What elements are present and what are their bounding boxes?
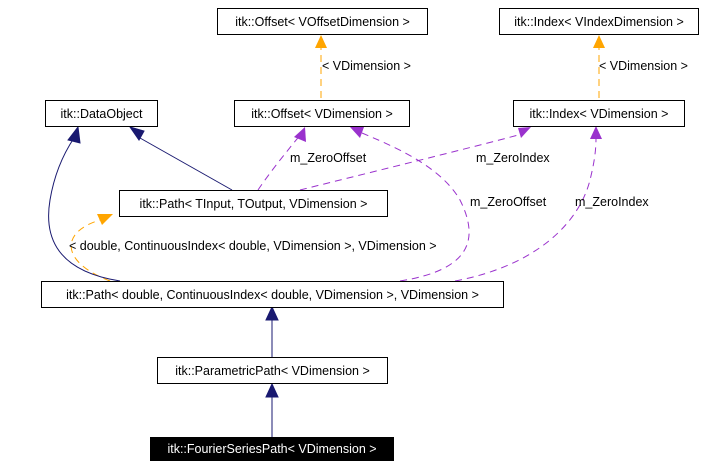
template-arrowhead	[97, 214, 113, 225]
node-fourier-series-path[interactable]: itk::FourierSeriesPath< VDimension >	[150, 437, 394, 461]
node-offset-voffsetdimension[interactable]: itk::Offset< VOffsetDimension >	[217, 8, 428, 35]
inherit-arrowhead	[128, 126, 145, 141]
node-label: itk::Path< double, ContinuousIndex< doub…	[66, 288, 479, 302]
node-dataobject[interactable]: itk::DataObject	[45, 100, 158, 127]
edge-label-offset-template: < VDimension >	[322, 59, 411, 73]
edge-offset-template: < VDimension >	[315, 35, 411, 98]
edge-parametric-inherits-path	[265, 305, 279, 357]
edge-label-index-template: < VDimension >	[599, 59, 688, 73]
inherit-arrowhead	[265, 382, 279, 398]
inherit-arrowhead	[265, 305, 279, 321]
edge-path-zerooffset: m_ZeroOffset	[257, 127, 367, 191]
edge-fourier-inherits-parametric	[265, 382, 279, 437]
template-arrowhead	[315, 35, 327, 48]
member-arrowhead	[350, 127, 364, 138]
node-index-vindexdimension[interactable]: itk::Index< VIndexDimension >	[499, 8, 699, 35]
edge-path-inherits-dataobject	[128, 126, 233, 191]
edge-label-path-zeroindex: m_ZeroIndex	[476, 151, 550, 165]
node-index-vdimension[interactable]: itk::Index< VDimension >	[513, 100, 685, 127]
edge-label-path-zerooffset: m_ZeroOffset	[290, 151, 367, 165]
edge-index-template: < VDimension >	[593, 35, 688, 98]
node-label: itk::Path< TInput, TOutput, VDimension >	[140, 197, 368, 211]
edge-label-cont-zerooffset: m_ZeroOffset	[470, 195, 547, 209]
node-path-continuous[interactable]: itk::Path< double, ContinuousIndex< doub…	[41, 281, 504, 308]
node-label: itk::Offset< VDimension >	[251, 107, 393, 121]
edge-label-cont-zeroindex: m_ZeroIndex	[575, 195, 649, 209]
edge-path-template-instantiation: < double, ContinuousIndex< double, VDime…	[69, 214, 437, 282]
member-arrowhead	[294, 127, 306, 142]
template-arrowhead	[593, 35, 605, 48]
node-label: itk::FourierSeriesPath< VDimension >	[167, 442, 376, 456]
edge-pathcont-zeroindex: m_ZeroIndex	[454, 126, 649, 282]
node-label: itk::Index< VIndexDimension >	[514, 15, 684, 29]
node-offset-vdimension[interactable]: itk::Offset< VDimension >	[234, 100, 410, 127]
edge-pathcont-zerooffset: m_ZeroOffset	[350, 127, 547, 282]
node-parametric-path[interactable]: itk::ParametricPath< VDimension >	[157, 357, 388, 384]
node-label: itk::Index< VDimension >	[530, 107, 669, 121]
node-label: itk::DataObject	[61, 107, 144, 121]
edge-path-zeroindex: m_ZeroIndex	[299, 127, 550, 191]
inherit-arrowhead	[67, 125, 81, 144]
member-arrowhead	[518, 127, 531, 138]
node-label: itk::Offset< VOffsetDimension >	[235, 15, 410, 29]
edge-label-path-template-args: < double, ContinuousIndex< double, VDime…	[69, 239, 437, 253]
node-path-template[interactable]: itk::Path< TInput, TOutput, VDimension >	[119, 190, 388, 217]
node-label: itk::ParametricPath< VDimension >	[175, 364, 370, 378]
edge-pathcont-inherits-dataobject	[48, 125, 121, 282]
member-arrowhead	[590, 126, 602, 139]
